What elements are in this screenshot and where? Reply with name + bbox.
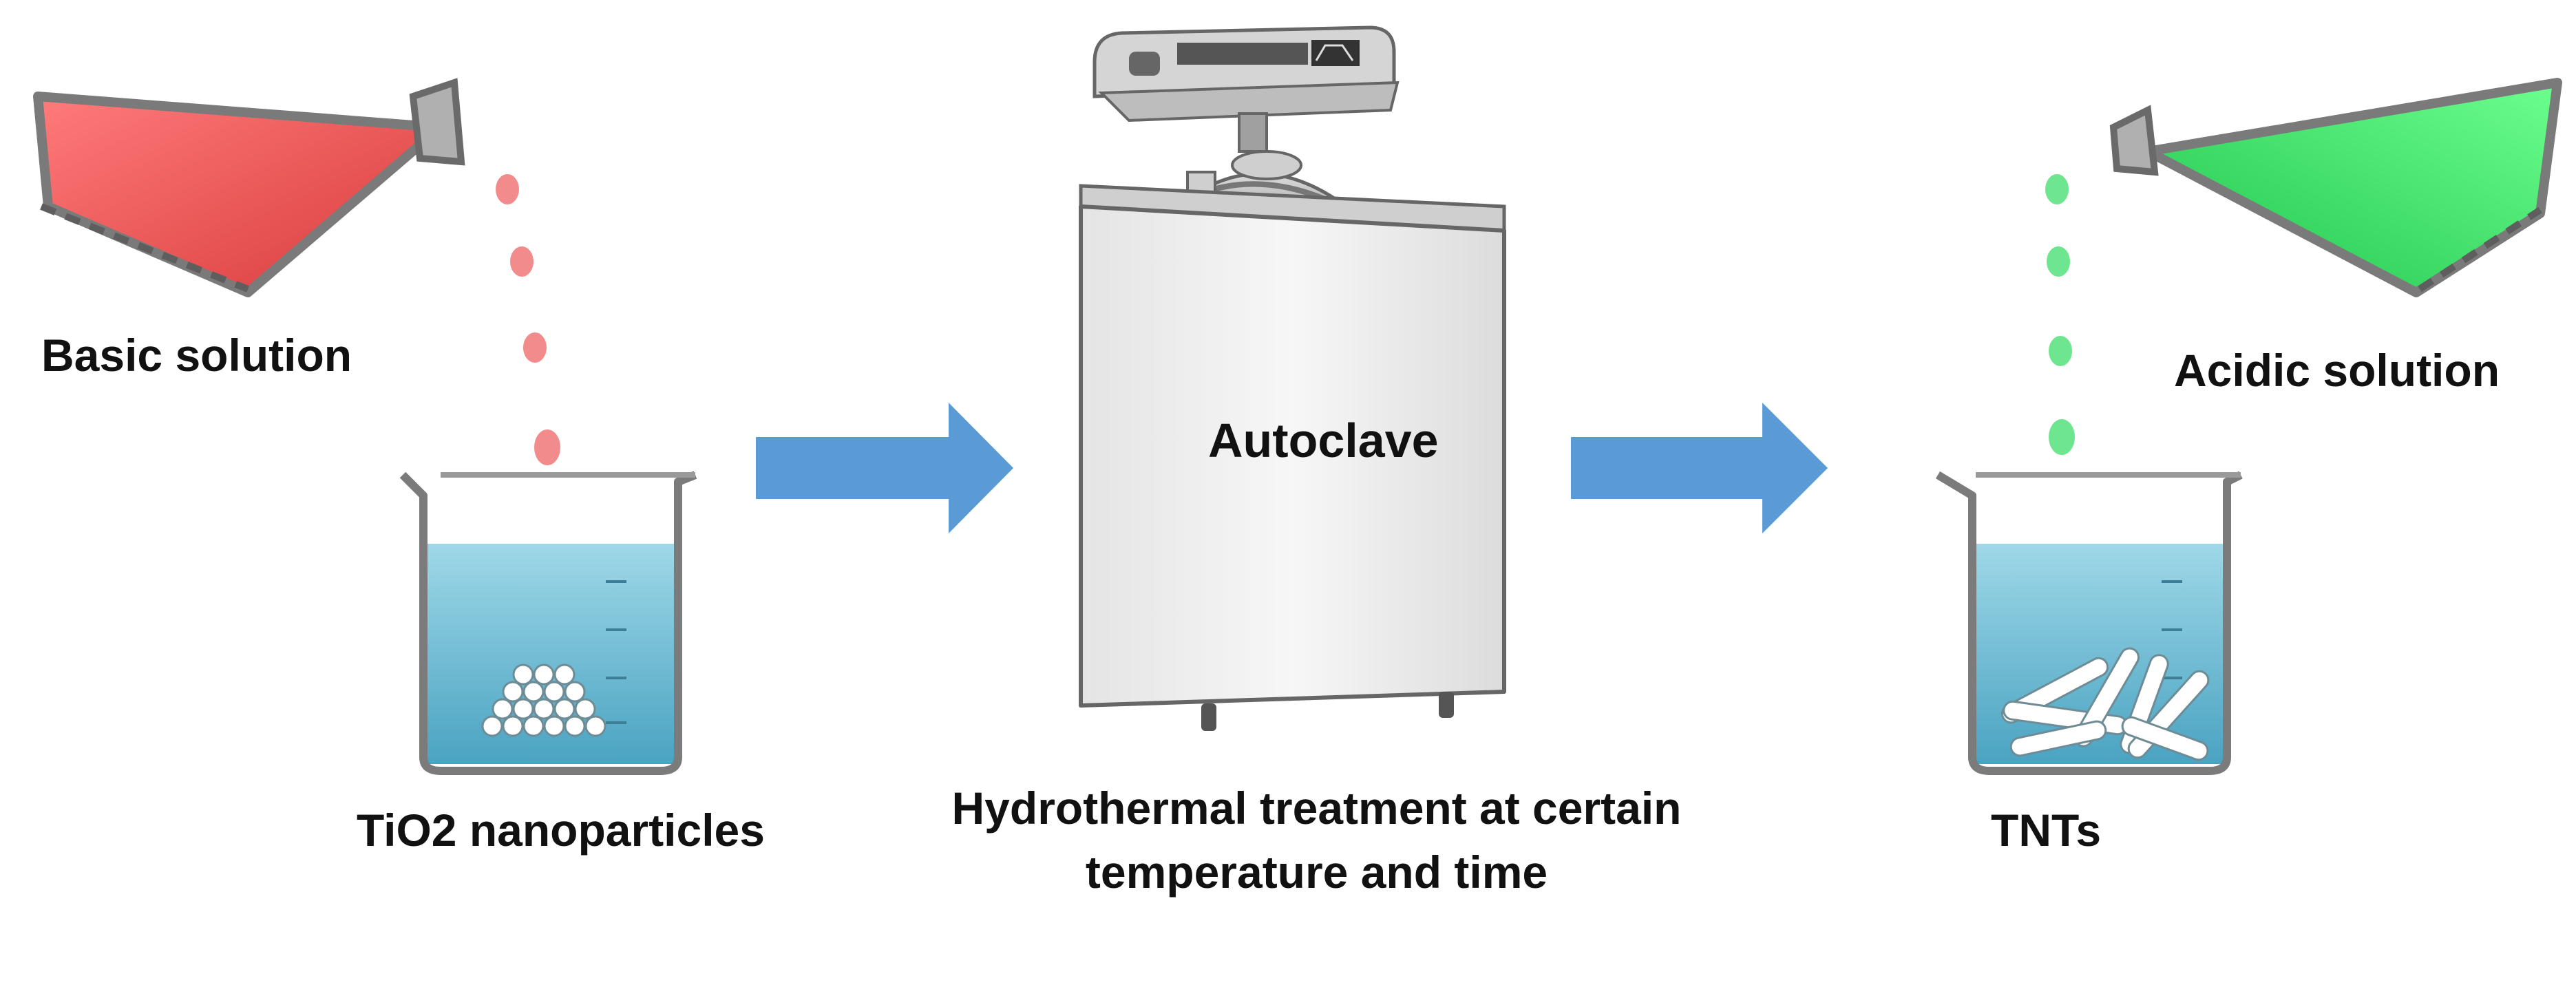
right-arrow-icon — [1571, 403, 1828, 533]
autoclave-label: Autoclave — [1208, 414, 1439, 467]
right-flask-icon — [2109, 78, 2562, 297]
hydrothermal-label: Hydrothermal treatment at certain temper… — [951, 783, 1682, 898]
left-flask-icon — [33, 78, 465, 297]
autoclave-icon — [1079, 25, 1506, 731]
right-arrow-icon — [756, 403, 1013, 533]
tio2-nanoparticles-label: TiO2 nanoparticles — [357, 805, 765, 856]
nanotube-pile — [2000, 647, 2210, 761]
tnts-label: TNTs — [1991, 805, 2102, 856]
nanoparticle-pile — [481, 664, 606, 737]
red-drops — [496, 174, 560, 465]
basic-solution-label: Basic solution — [41, 330, 352, 381]
green-drops — [2045, 174, 2075, 455]
left-beaker-icon — [399, 471, 697, 775]
acidic-solution-label: Acidic solution — [2174, 345, 2500, 396]
right-beaker-icon — [1935, 471, 2243, 775]
